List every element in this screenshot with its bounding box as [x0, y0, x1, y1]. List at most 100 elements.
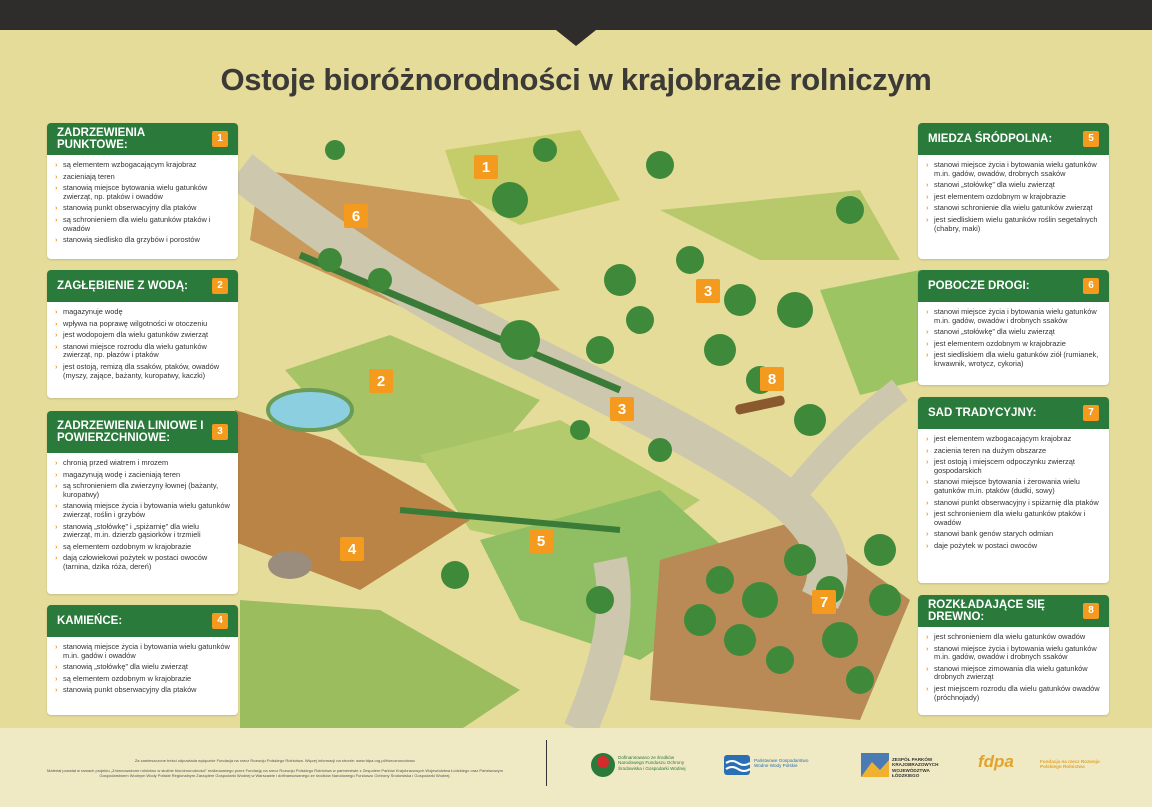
hedge-line-1: [298, 251, 622, 394]
pond: [266, 388, 354, 432]
map-marker-8[interactable]: 8: [760, 367, 784, 391]
list-item: jest wodopojem dla wielu gatunków zwierz…: [55, 331, 230, 340]
field-bottom-left: [240, 600, 520, 730]
panel-zadrzewienia-punktowe: ZADRZEWIENIA PUNKTOWE: 1 są elementem wzb…: [47, 123, 238, 259]
panel-number-badge: 7: [1083, 405, 1099, 421]
list-item: stanowi miejsce zimowania dla wielu gatu…: [926, 664, 1101, 682]
map-marker-3b[interactable]: 3: [610, 397, 634, 421]
page-title: Ostoje bioróżnorodności w krajobrazie ro…: [220, 62, 932, 97]
panel-zadrzewienia-liniowe: ZADRZEWIENIA LINIOWE I POWIERZCHNIOWE:3 …: [47, 411, 238, 594]
list-item: stanowi schronienie dla wielu gatunków z…: [926, 204, 1101, 213]
list-item: są elementem ozdobnym w krajobrazie: [55, 674, 230, 684]
list-item: stanowią punkt obserwacyjny dla ptaków: [55, 204, 230, 213]
panel-header: POBOCZE DROGI: 6: [918, 270, 1109, 302]
list-item: stanowi miejsce życia i bytowania wielu …: [926, 307, 1101, 325]
panel-miedza-srodpolna: MIEDZA ŚRÓDPOLNA:5 stanowi miejsce życia…: [918, 123, 1109, 259]
field-top: [445, 130, 620, 225]
map-marker-3a[interactable]: 3: [696, 279, 720, 303]
list-item: chronią przed wiatrem i mrozem: [55, 458, 230, 468]
map-marker-5[interactable]: 5: [529, 529, 553, 553]
panel-number-badge: 6: [1083, 278, 1099, 294]
wody-polskie-logo: [724, 755, 751, 775]
panel-title: ZADRZEWIENIA PUNKTOWE:: [57, 127, 145, 151]
panel-title: MIEDZA ŚRÓDPOLNA:: [928, 133, 1053, 145]
list-item: są schronieniem dla zwierzyny łownej (ba…: [55, 481, 230, 499]
panel-header: MIEDZA ŚRÓDPOLNA: 5: [918, 123, 1109, 155]
panel-header: KAMIEŃCE: 4: [47, 605, 238, 637]
list-item: jest ostoją i miejscem odpoczynku zwierz…: [926, 457, 1101, 475]
fdpa-logo-text: Fundacja na rzecz Rozwoju Polskiego Roln…: [1040, 759, 1100, 770]
map-marker-7[interactable]: 7: [812, 590, 836, 614]
list-item: stanowi miejsce bytowania i żerowania wi…: [926, 478, 1101, 495]
panel-number-badge: 4: [212, 613, 228, 629]
footer-divider: [546, 740, 547, 786]
map-marker-6[interactable]: 6: [344, 204, 368, 228]
list-item: jest siedliskiem dla wielu gatunków ziół…: [926, 351, 1101, 368]
stone-pile: [268, 551, 312, 579]
panel-rozkladajace-sie-drewno: ROZKŁADAJĄCE SIĘ DREWNO:8 jest schronien…: [918, 595, 1109, 715]
panel-title: ZADRZEWIENIA LINIOWE I POWIERZCHNIOWE:: [57, 420, 204, 444]
panel-header: ZADRZEWIENIA PUNKTOWE: 1: [47, 123, 238, 155]
footer-note-2: Materiał powstał w ramach projektu „Zrów…: [47, 768, 503, 778]
list-item: stanowią „stołówkę” dla wielu zwierząt: [55, 663, 230, 672]
panel-header: ZAGŁĘBIENIE Z WODĄ:2: [47, 270, 238, 302]
list-item: jest siedliskiem wielu gatunków roślin s…: [926, 215, 1101, 233]
list-item: zacienia teren na dużym obszarze: [926, 446, 1101, 456]
panel-number-badge: 1: [212, 131, 228, 147]
list-item: wpływa na poprawę wilgotności w otoczeni…: [55, 319, 230, 329]
list-item: jest ostoją, remizą dla ssaków, ptaków, …: [55, 362, 230, 380]
list-item: stanowią miejsce życia i bytowania wielu…: [55, 502, 230, 519]
panel-list: są elementem wzbogacającym krajobraz zac…: [47, 155, 238, 254]
map-marker-1[interactable]: 1: [474, 155, 498, 179]
panel-sad-tradycyjny: SAD TRADYCYJNY: 7 jest elementem wzbogaca…: [918, 397, 1109, 583]
zpk-logo: [861, 753, 889, 777]
panel-list: stanowi miejsce życia i bytowania wielu …: [918, 302, 1109, 378]
list-item: stanowi miejsce rozrodu dla wielu gatunk…: [55, 342, 230, 360]
fdpa-logo: fdpa: [978, 752, 1014, 771]
list-item: stanowią punkt obserwacyjny dla ptaków: [55, 686, 230, 695]
list-item: stanowi „stołówkę” dla wielu zwierząt: [926, 181, 1101, 190]
list-item: stanowią siedlisko dla grzybów i porostó…: [55, 236, 230, 245]
fallen-log: [735, 395, 785, 415]
list-item: są schronieniem dla wielu gatunków ptakó…: [55, 215, 230, 233]
panel-number-badge: 8: [1083, 603, 1099, 619]
list-item: stanowi punkt obserwacyjny i spiżarnię d…: [926, 498, 1101, 508]
panel-header: ROZKŁADAJĄCE SIĘ DREWNO:8: [918, 595, 1109, 627]
panel-number-badge: 3: [212, 424, 228, 440]
footer-note-1: Za zamieszczone treści odpowiada wyłączn…: [134, 758, 416, 763]
road-branch: [564, 556, 631, 730]
nfosigw-logo-text: Dofinansowano ze środków Narodowego Fund…: [618, 755, 686, 771]
list-item: magazynują wodę i zacieniają teren: [55, 470, 230, 480]
panel-title: KAMIEŃCE:: [57, 615, 123, 627]
list-item: magazynuje wodę: [55, 307, 230, 317]
list-item: zacieniają teren: [55, 172, 230, 182]
panel-header: SAD TRADYCYJNY: 7: [918, 397, 1109, 429]
panel-list: jest schronieniem dla wielu gatunków owa…: [918, 627, 1109, 711]
panel-list: chronią przed wiatrem i mrozem magazynuj…: [47, 453, 238, 581]
list-item: jest elementem ozdobnym w krajobrazie: [926, 192, 1101, 202]
top-bar: [0, 0, 1152, 30]
list-item: stanowią miejsce życia i bytowania wielu…: [55, 642, 230, 660]
panel-title: SAD TRADYCYJNY:: [928, 407, 1037, 419]
top-notch: [556, 30, 596, 46]
field-right: [820, 270, 920, 395]
panel-list: stanowią miejsce życia i bytowania wielu…: [47, 637, 238, 704]
hedge-line-2: [399, 507, 621, 533]
list-item: jest elementem wzbogacającym krajobraz: [926, 434, 1101, 444]
panel-header: ZADRZEWIENIA LINIOWE I POWIERZCHNIOWE: 3: [47, 411, 238, 453]
panel-title: POBOCZE DROGI:: [928, 280, 1030, 292]
landscape-illustration: [227, 130, 920, 730]
map-marker-2[interactable]: 2: [369, 369, 393, 393]
list-item: jest schronieniem dla wielu gatunków owa…: [926, 632, 1101, 642]
map-marker-4[interactable]: 4: [340, 537, 364, 561]
panel-number-badge: 2: [212, 278, 228, 294]
panel-number-badge: 5: [1083, 131, 1099, 147]
panel-kamience: KAMIEŃCE: 4 stanowią miejsce życia i byto…: [47, 605, 238, 715]
road-main: [227, 154, 848, 609]
road-right: [779, 379, 908, 508]
list-item: stanowią „stołówkę” i „spiżarnię” dla wi…: [55, 522, 230, 540]
wody-polskie-logo-text: Państwowe Gospodarstwo Wodne Wody Polski…: [754, 758, 809, 769]
list-item: są elementem ozdobnym w krajobrazie: [55, 542, 230, 552]
list-item: stanowią miejsce bytowania wielu gatunkó…: [55, 183, 230, 201]
list-item: jest miejscem rozrodu dla wielu gatunków…: [926, 684, 1101, 702]
